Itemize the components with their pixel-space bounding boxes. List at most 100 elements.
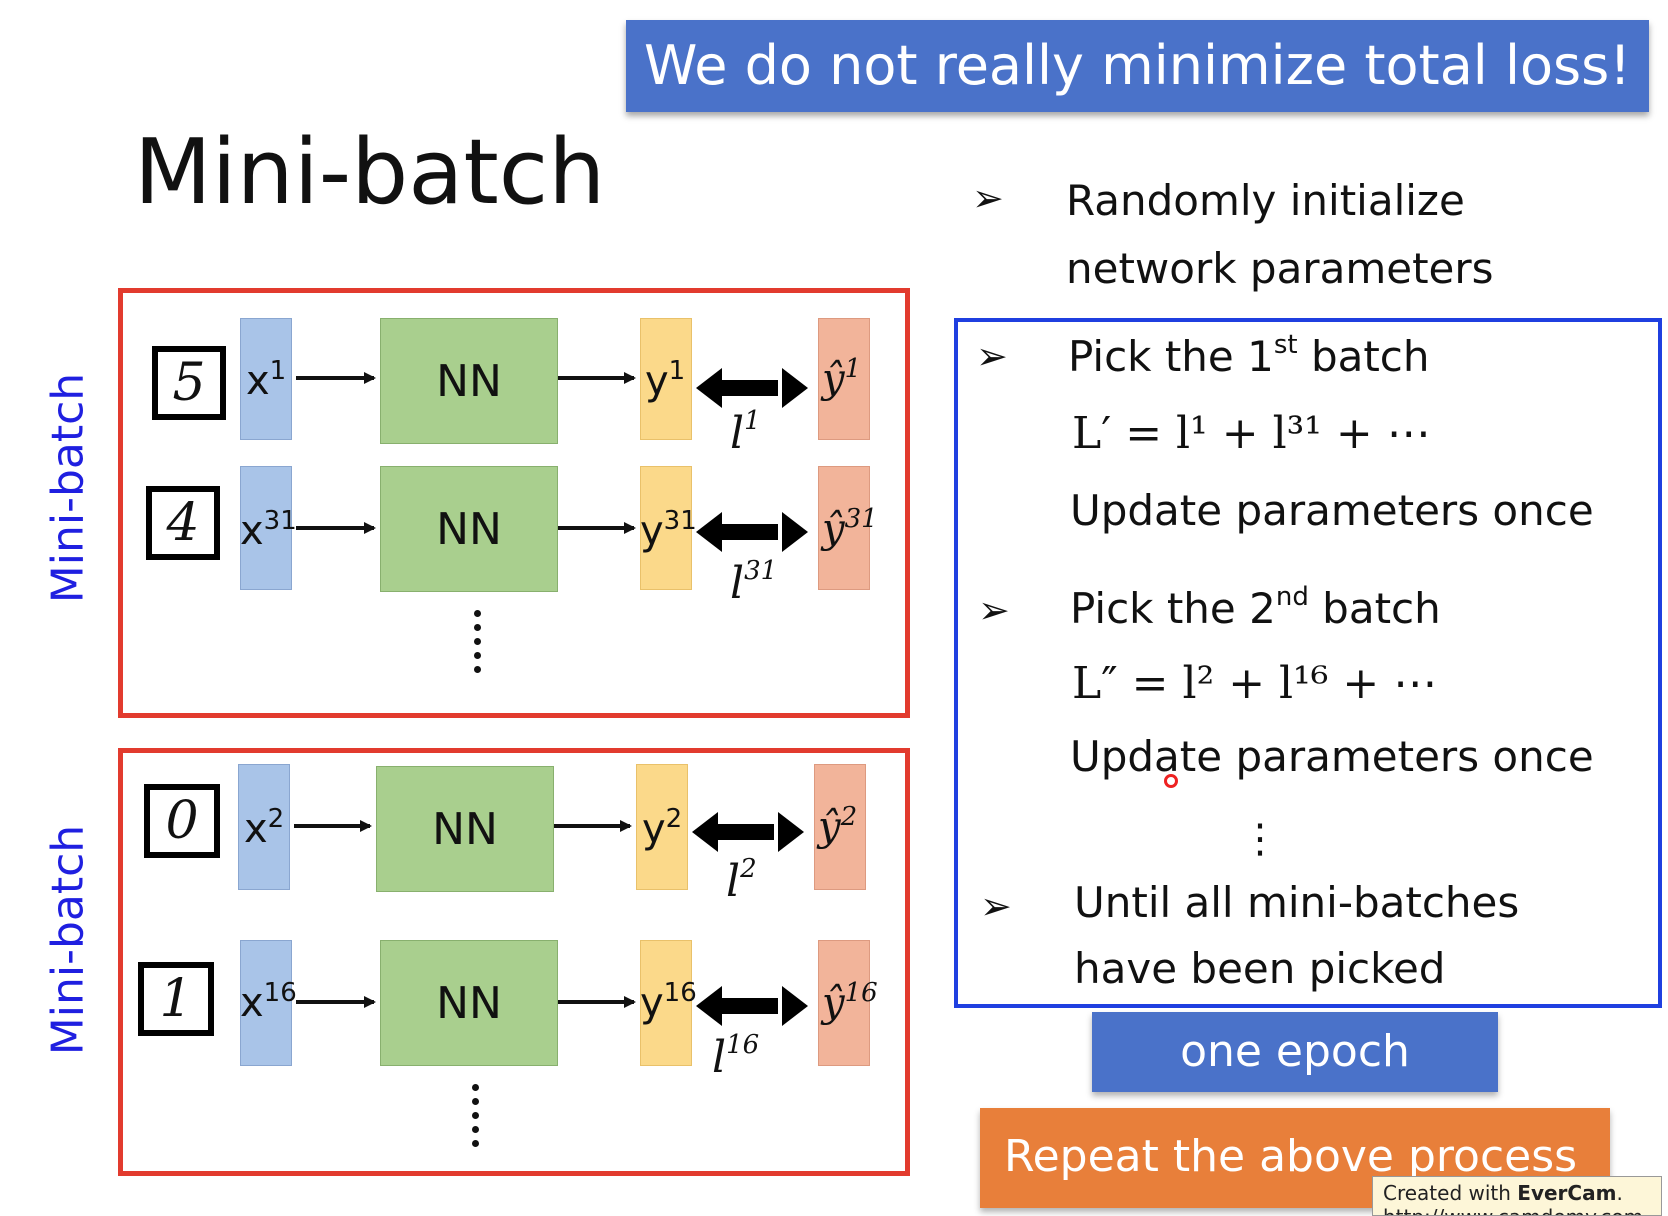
- target-column: [818, 940, 870, 1066]
- y-superscript: 31: [663, 506, 697, 536]
- yhat-symbol: ŷ: [822, 356, 845, 402]
- loss-symbol: l: [726, 856, 741, 907]
- step-update-1: Update parameters once: [1070, 486, 1594, 535]
- x-symbol: x: [240, 980, 264, 1026]
- steps-vdots: ⋮: [1240, 816, 1280, 862]
- watermark-brand: EverCam: [1517, 1181, 1617, 1205]
- output-y31: y31: [640, 506, 697, 554]
- input-x16: x16: [240, 978, 297, 1026]
- x-superscript: 2: [267, 804, 285, 834]
- output-column: [640, 466, 692, 590]
- target-yhat31: ŷ31: [822, 504, 878, 552]
- input-column: [238, 764, 290, 890]
- step-pick-2: Pick the 2nd batch: [1070, 582, 1441, 633]
- slide-banner: We do not really minimize total loss!: [626, 20, 1649, 112]
- y-symbol: y: [645, 358, 669, 404]
- x-symbol: x: [240, 508, 264, 554]
- loss-superscript: 2: [740, 854, 757, 884]
- digit-image-5: 5: [152, 346, 226, 420]
- banner-text: We do not really minimize total loss!: [644, 34, 1631, 97]
- yhat-superscript: 2: [840, 802, 858, 832]
- target-column: [814, 764, 866, 890]
- loss-superscript: 1: [744, 406, 761, 436]
- pick1-ordinal: st: [1273, 330, 1298, 360]
- nn-label: NN: [436, 356, 502, 407]
- loss-superscript: 16: [726, 1030, 760, 1060]
- bullet-arrow-icon: ➢: [978, 588, 1010, 632]
- watermark-created: Created with: [1383, 1181, 1518, 1205]
- step-init-line2: network parameters: [1066, 244, 1494, 293]
- watermark-period: .: [1616, 1181, 1623, 1205]
- yhat-superscript: 16: [844, 978, 878, 1008]
- yhat-superscript: 31: [844, 504, 878, 534]
- one-epoch-text: one epoch: [1180, 1026, 1410, 1077]
- repeat-text: Repeat the above process: [1004, 1131, 1578, 1182]
- pick1-text: Pick the 1: [1068, 332, 1274, 381]
- mini-batch-label-1: Mini-batch: [42, 372, 94, 604]
- input-x2: x2: [244, 804, 285, 852]
- output-column: [640, 940, 692, 1066]
- output-column: [636, 764, 688, 890]
- watermark-line2: http://www.camdemy.com: [1383, 1205, 1651, 1215]
- target-column: [818, 466, 870, 590]
- pick2-text: Pick the 2: [1070, 584, 1276, 633]
- y-symbol: y: [640, 508, 664, 554]
- pointer-cursor-icon: [1164, 774, 1178, 788]
- mini-batch-label-2: Mini-batch: [42, 824, 94, 1056]
- nn-label: NN: [432, 804, 498, 855]
- input-column: [240, 318, 292, 440]
- output-y1: y1: [645, 356, 686, 404]
- input-column: [240, 466, 292, 590]
- loss-symbol: l: [712, 1032, 727, 1083]
- step-pick-1: Pick the 1st batch: [1068, 330, 1430, 381]
- x-superscript: 16: [263, 978, 297, 1008]
- y-superscript: 2: [665, 804, 683, 834]
- mini-batch-box-1: [118, 288, 910, 718]
- watermark-line1: Created with EverCam.: [1383, 1181, 1651, 1205]
- mini-batch-box-2: [118, 748, 910, 1176]
- loss-superscript: 31: [744, 556, 778, 586]
- pick1-text-end: batch: [1297, 332, 1430, 381]
- output-y16: y16: [640, 978, 697, 1026]
- target-column: [818, 318, 870, 440]
- bullet-arrow-icon: ➢: [976, 334, 1008, 378]
- formula-batch-1: L′ = l¹ + l³¹ + ⋯: [1072, 408, 1431, 459]
- step-init-line1: Randomly initialize: [1066, 176, 1465, 225]
- loss-symbol: l: [730, 558, 745, 609]
- x-symbol: x: [244, 806, 268, 852]
- digit-image-4: 4: [146, 486, 220, 560]
- slide-title: Mini-batch: [134, 120, 606, 225]
- evercam-watermark: Created with EverCam. http://www.camdemy…: [1372, 1176, 1662, 1216]
- loss-l2: l2: [726, 854, 757, 907]
- y-symbol: y: [640, 980, 664, 1026]
- one-epoch-label: one epoch: [1092, 1012, 1498, 1092]
- loss-l16: l16: [712, 1030, 760, 1083]
- more-rows-dots: [474, 610, 482, 680]
- repeat-process-label: Repeat the above process: [980, 1108, 1610, 1208]
- x-symbol: x: [246, 358, 270, 404]
- digit-image-1: 1: [138, 962, 214, 1036]
- steps-box: [954, 318, 1662, 1008]
- output-column: [640, 318, 692, 440]
- formula-batch-2: L″ = l² + l¹⁶ + ⋯: [1072, 658, 1438, 709]
- input-x31: x31: [240, 506, 297, 554]
- target-yhat16: ŷ16: [822, 978, 878, 1026]
- nn-label: NN: [436, 504, 502, 555]
- x-superscript: 31: [263, 506, 297, 536]
- nn-block: NN: [380, 318, 558, 444]
- input-x1: x1: [246, 356, 287, 404]
- digit-image-0: 0: [144, 784, 220, 858]
- pick2-ordinal: nd: [1275, 582, 1309, 612]
- y-symbol: y: [642, 806, 666, 852]
- yhat-symbol: ŷ: [822, 980, 845, 1026]
- step-until-line1: Until all mini-batches: [1074, 878, 1520, 927]
- x-superscript: 1: [269, 356, 287, 386]
- y-superscript: 1: [668, 356, 686, 386]
- step-until-line2: have been picked: [1074, 944, 1446, 993]
- loss-l31: l31: [730, 556, 778, 609]
- output-y2: y2: [642, 804, 683, 852]
- step-update-2: Update parameters once: [1070, 732, 1594, 781]
- yhat-superscript: 1: [844, 354, 862, 384]
- nn-label: NN: [436, 978, 502, 1029]
- input-column: [240, 940, 292, 1066]
